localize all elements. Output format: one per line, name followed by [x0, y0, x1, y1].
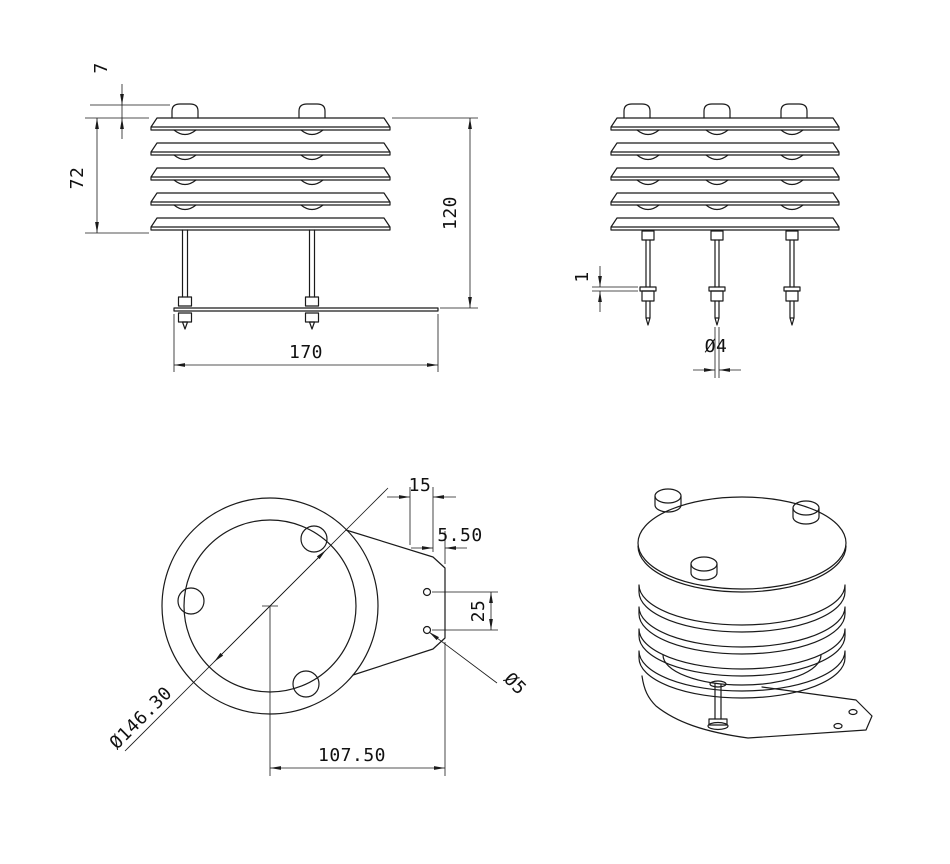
- dim-hole-spacing-label: 25: [468, 600, 489, 623]
- bottom-dim-tab-width: 15: [387, 475, 456, 552]
- side-spacer-bumps: [636, 129, 804, 211]
- iso-bracket-plate: [641, 675, 873, 739]
- front-view: 7 72 120 170: [67, 62, 478, 372]
- front-base-plate: [173, 307, 439, 312]
- bottom-dim-hole-spacing: 25: [432, 591, 498, 631]
- bottom-dim-hole-edge-offset: 5.50: [411, 525, 482, 564]
- mounting-tab-outline: [345, 529, 446, 676]
- bolt-hole-top: [300, 525, 328, 553]
- dim-base-width-label: 170: [289, 342, 323, 363]
- iso-center-rod: [707, 680, 729, 731]
- side-dim-washer-thickness: 1: [572, 266, 638, 312]
- bottom-dim-center-to-edge: 107.50: [270, 642, 446, 776]
- side-top-caps: [623, 103, 808, 119]
- bottom-dim-bolt-circle: Ø146.30: [106, 487, 389, 754]
- dim-bolt-circle-label: Ø146.30: [106, 683, 177, 754]
- bottom-dim-mount-hole-diameter: Ø5: [428, 631, 530, 700]
- side-louver-plates: [610, 117, 840, 231]
- dim-hole-edge-offset-label: 5.50: [437, 525, 482, 546]
- tab-hole-upper: [422, 587, 432, 597]
- side-rods: [639, 230, 801, 326]
- iso-top-caps: [654, 488, 820, 581]
- dim-washer-thickness-label: 1: [572, 271, 593, 282]
- front-dim-overall-height: 120: [392, 117, 478, 309]
- iso-bracket-hole-1: [833, 722, 843, 730]
- bolt-hole-left: [177, 587, 205, 615]
- front-dim-base-width: 170: [173, 314, 439, 372]
- iso-louver-bands: [638, 584, 846, 699]
- front-louver-plates: [150, 117, 391, 231]
- dim-rod-diameter-label: Ø4: [705, 336, 728, 357]
- dim-center-to-edge-label: 107.50: [318, 745, 386, 766]
- dim-overall-height-label: 120: [440, 196, 461, 230]
- dim-tab-width-label: 15: [409, 475, 432, 496]
- iso-bracket-hole-2: [848, 708, 858, 716]
- front-dim-stack-height: 72: [67, 118, 149, 234]
- iso-cover-lip: [637, 545, 847, 593]
- bottom-view: Ø146.30 15 5.50 25 Ø5 107.50: [106, 475, 530, 776]
- dim-mount-hole-label: Ø5: [499, 669, 530, 700]
- tab-hole-lower: [422, 625, 432, 635]
- side-view: 1 Ø4: [572, 103, 840, 378]
- front-top-caps: [171, 103, 326, 119]
- front-rods: [177, 229, 320, 330]
- dim-stack-height-label: 72: [67, 167, 88, 190]
- front-spacer-bumps: [173, 129, 324, 211]
- bolt-hole-bottom: [292, 670, 320, 698]
- center-line: [262, 605, 278, 776]
- iso-view: [637, 488, 873, 739]
- dim-cap-height-label: 7: [91, 62, 112, 73]
- iso-top-cover: [637, 496, 847, 590]
- side-dim-rod-diameter: Ø4: [693, 327, 741, 378]
